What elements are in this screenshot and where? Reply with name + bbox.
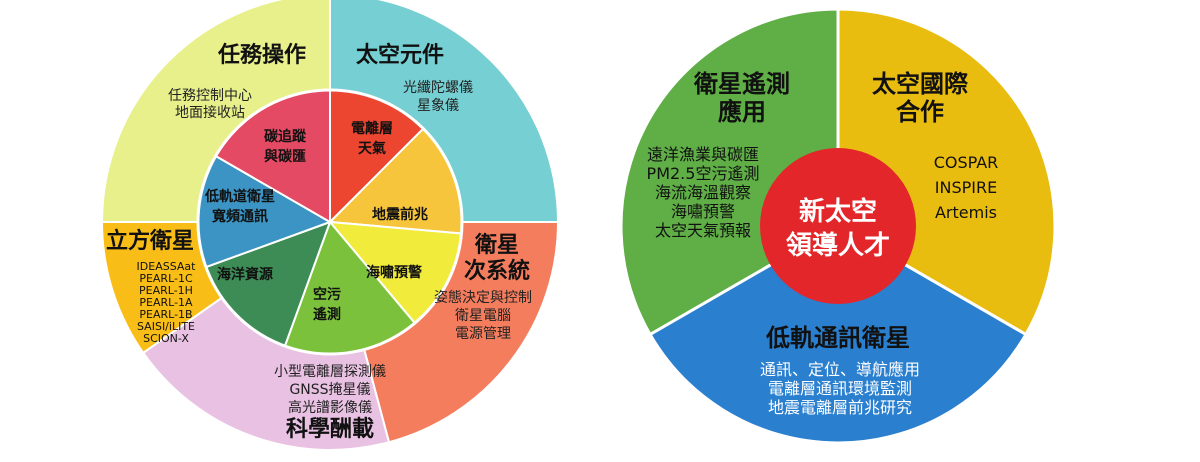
center-label: 領導人才 [786, 230, 890, 261]
inner-sector-label: 寬頻通訊 [211, 208, 268, 225]
inner-sector-label: 電離層 [351, 120, 393, 137]
center-label: 新太空 [799, 196, 877, 227]
inner-sector-label: 低軌道衛星 [204, 188, 275, 205]
outer-sector-item: 任務控制中心 [168, 88, 252, 104]
center-circle [760, 148, 916, 304]
inner-sector-label: 遙測 [313, 306, 341, 323]
outer-sector-item: PEARL-1B [139, 308, 192, 321]
inner-sector-label: 海洋資源 [217, 266, 273, 283]
outer-sector-title: 衛星 [474, 232, 519, 258]
inner-sector-label: 地震前兆 [372, 206, 428, 223]
outer-sector-item: 星象儀 [417, 98, 459, 114]
outer-sector-title: 科學酬載 [286, 416, 374, 442]
right-sector-item: 海嘯預警 [671, 202, 735, 221]
outer-sector-item: 電源管理 [455, 326, 511, 342]
right-sector-item: COSPAR [934, 153, 999, 172]
inner-sector-label: 與碳匯 [264, 148, 306, 165]
outer-sector-item: 姿態決定與控制 [434, 290, 532, 306]
inner-sector-label: 海嘯預警 [366, 264, 422, 281]
outer-sector-item: PEARL-1A [139, 296, 193, 309]
outer-sector-title: 立方衛星 [106, 228, 194, 254]
right-sector-item: 太空天氣預報 [655, 221, 751, 240]
right-sector-item: PM2.5空污遙測 [647, 164, 760, 183]
right-sector-item: 通訊、定位、導航應用 [760, 360, 920, 379]
outer-sector-item: 地面接收站 [175, 104, 245, 121]
inner-sector-label: 碳追蹤 [264, 128, 307, 145]
outer-sector-item: 小型電離層探測儀 [274, 363, 386, 380]
inner-sector-label: 空污 [313, 286, 341, 303]
outer-sector-item: PEARL-1C [139, 272, 193, 285]
outer-sector-item: IDEASSAat [137, 260, 197, 273]
outer-sector-title: 任務操作 [217, 42, 306, 68]
right-sector-title: 低軌通訊衛星 [765, 324, 910, 352]
inner-ring-border [196, 88, 464, 356]
right-sector-item: Artemis [935, 203, 997, 222]
outer-sector-title: 次系統 [464, 258, 530, 284]
right-sector-item: 地震電離層前兆研究 [768, 398, 912, 417]
right-sector-title: 應用 [718, 98, 766, 126]
right-sector-item: 遠洋漁業與碳匯 [647, 145, 759, 164]
right-sector-title: 合作 [896, 98, 944, 126]
outer-sector-item: SCION-X [143, 332, 189, 345]
outer-sector-item: PEARL-1H [139, 284, 193, 297]
right-sector-item: 電離層通訊環境監測 [768, 379, 912, 398]
outer-sector-item: SAISI/iLITE [137, 320, 195, 333]
right-sector-title: 衛星遙測 [693, 70, 790, 98]
outer-sector-item: 衛星電腦 [455, 308, 511, 324]
outer-sector-item: 光纖陀螺儀 [403, 80, 473, 96]
outer-sector-item: 高光譜影像儀 [288, 399, 372, 416]
right-sector-title: 太空國際 [872, 70, 968, 98]
outer-sector-item: GNSS掩星儀 [289, 382, 370, 398]
right-sector-item: INSPIRE [935, 178, 997, 197]
right-sector-2 [648, 224, 1028, 445]
right-sector-item: 海流海溫觀察 [655, 183, 751, 202]
inner-sector-label: 天氣 [358, 140, 386, 157]
outer-sector-title: 太空元件 [356, 42, 444, 68]
